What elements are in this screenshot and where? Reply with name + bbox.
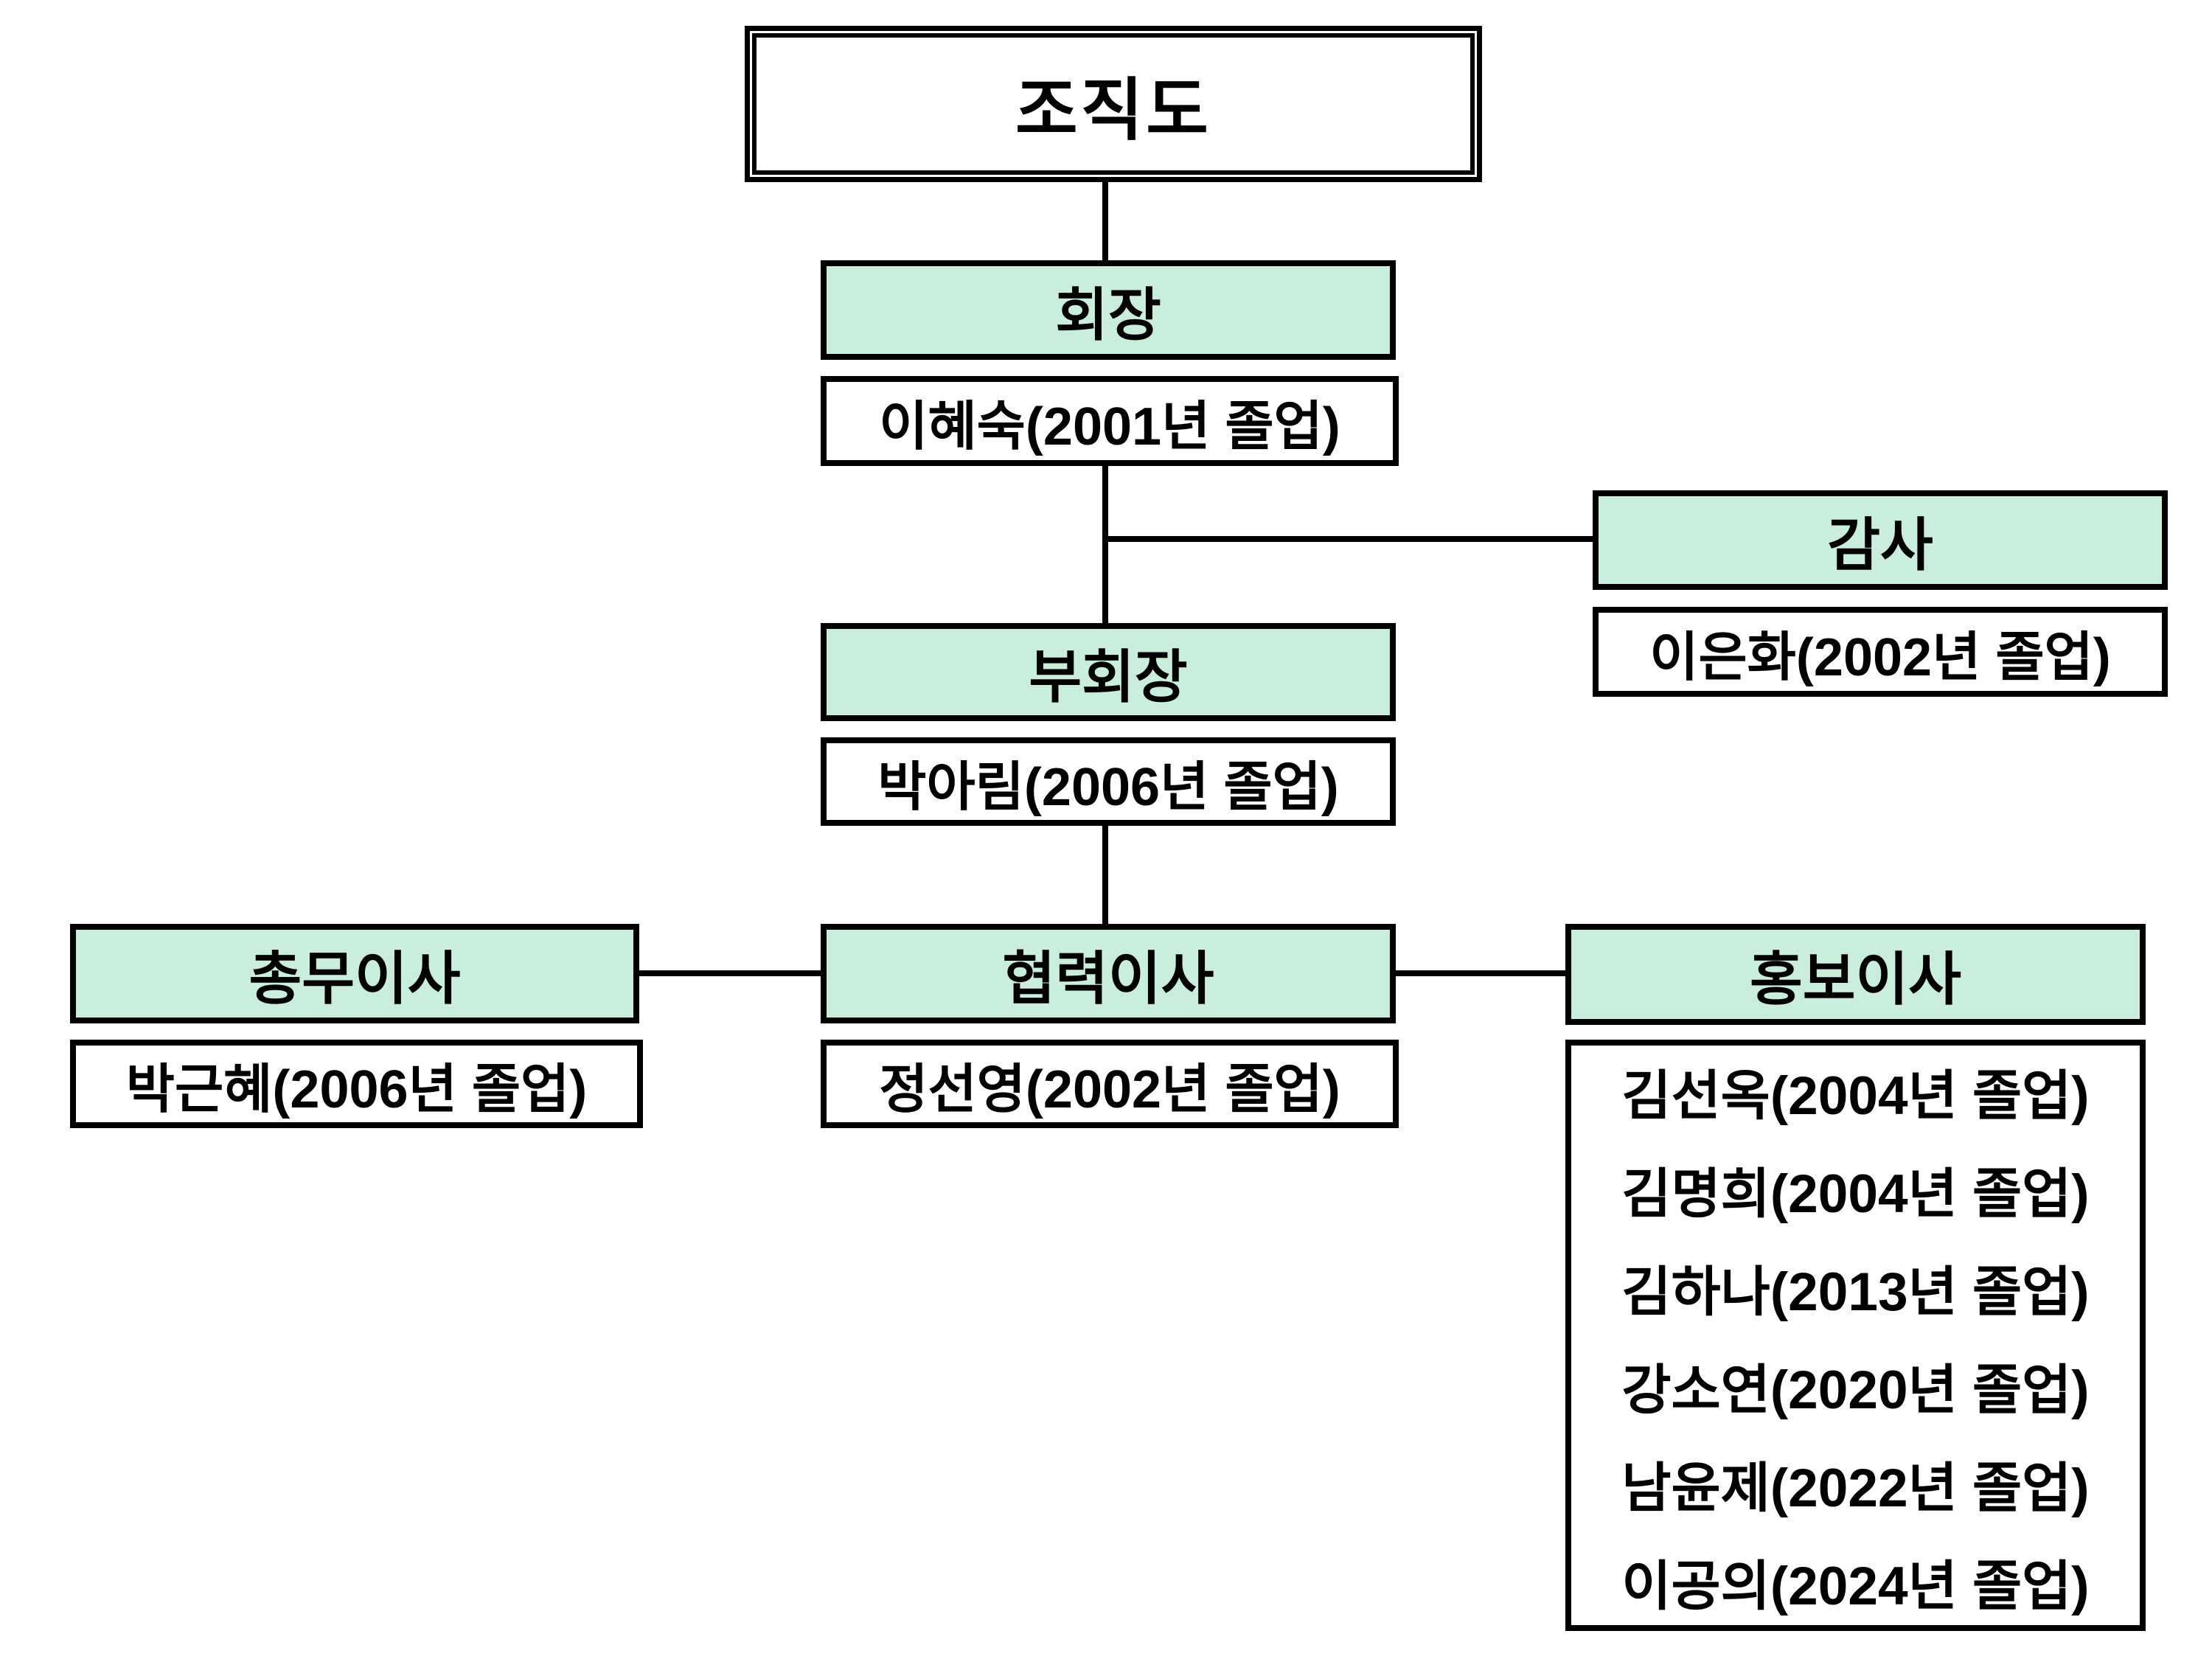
member-list-item: 남윤제(2022년 졸업) — [1621, 1458, 2090, 1518]
node-auditor-label: 감사 — [1593, 490, 2168, 590]
connector-cooperation-to-public-relations — [1396, 970, 1565, 976]
connector-title-to-chairman — [1102, 182, 1108, 260]
node-public-relations-members: 김선옥(2004년 졸업) 김명희(2004년 졸업) 김하나(2013년 졸업) 강… — [1565, 1040, 2146, 1631]
member-list-item: 김명희(2004년 졸업) — [1621, 1164, 2090, 1224]
node-vice-chairman-label: 부회장 — [821, 623, 1396, 721]
node-cooperation-label: 협력이사 — [821, 924, 1396, 1023]
node-chairman-label: 회장 — [821, 260, 1396, 360]
node-public-relations-label: 홍보이사 — [1565, 924, 2146, 1025]
connector-general-affairs-to-cooperation — [639, 970, 821, 976]
member-list-item: 김선옥(2004년 졸업) — [1621, 1066, 2090, 1126]
chart-title-box: 조직도 — [745, 26, 1482, 182]
node-auditor-member: 이은화(2002년 졸업) — [1593, 607, 2168, 697]
member-list-item: 이공의(2024년 졸업) — [1621, 1557, 2090, 1616]
node-general-affairs-member: 박근혜(2006년 졸업) — [70, 1040, 643, 1128]
connector-vice-chairman-to-cooperation — [1102, 826, 1108, 924]
node-vice-chairman-member: 박아림(2006년 졸업) — [821, 737, 1396, 826]
connector-chairman-to-vice-chairman — [1102, 466, 1108, 623]
chart-title: 조직도 — [752, 33, 1475, 175]
node-general-affairs-label: 총무이사 — [70, 924, 639, 1023]
node-chairman-member: 이혜숙(2001년 졸업) — [821, 376, 1399, 466]
connector-branch-to-auditor — [1105, 536, 1593, 542]
member-list-item: 강소연(2020년 졸업) — [1621, 1360, 2090, 1420]
member-list-item: 김하나(2013년 졸업) — [1621, 1262, 2090, 1322]
node-cooperation-member: 정선영(2002년 졸업) — [821, 1040, 1399, 1128]
